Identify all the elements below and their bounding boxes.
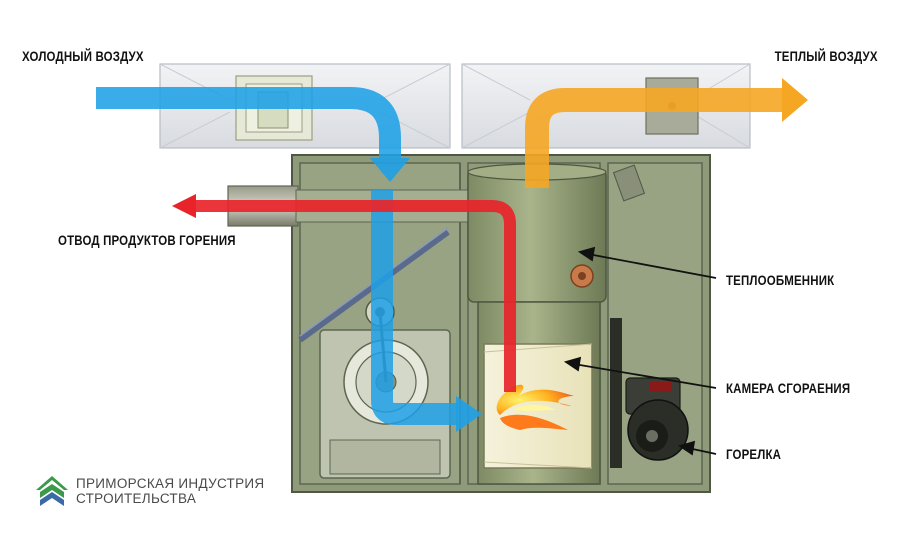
house-logo-icon — [36, 476, 68, 506]
combustion-chamber-label: КАМЕРА СГОРАЕНИЯ — [726, 380, 851, 396]
burner — [610, 318, 689, 468]
warm-air-label: ТЕПЛЫЙ ВОЗДУХ — [774, 48, 878, 64]
burner-label: ГОРЕЛКА — [726, 446, 782, 462]
cold-air-label: ХОЛОДНЫЙ ВОЗДУХ — [22, 48, 144, 64]
cold-air-flow-arrow — [96, 87, 482, 432]
logo-line-1: ПРИМОРСКАЯ ИНДУСТРИЯ — [76, 476, 265, 491]
callout-lines — [563, 246, 717, 456]
heat-exchanger-label: ТЕПЛООБМЕННИК — [726, 272, 835, 288]
logo-line-2: СТРОИТЕЛЬСТВА — [76, 491, 197, 506]
warm-air-flow-arrow — [525, 78, 808, 188]
flame-icon — [496, 384, 574, 430]
exhaust-label: ОТВОД ПРОДУКТОВ ГОРЕНИЯ — [58, 232, 236, 248]
exhaust-flow-arrow — [172, 194, 516, 392]
company-logo: ПРИМОРСКАЯ ИНДУСТРИЯ СТРОИТЕЛЬСТВА — [34, 474, 264, 508]
